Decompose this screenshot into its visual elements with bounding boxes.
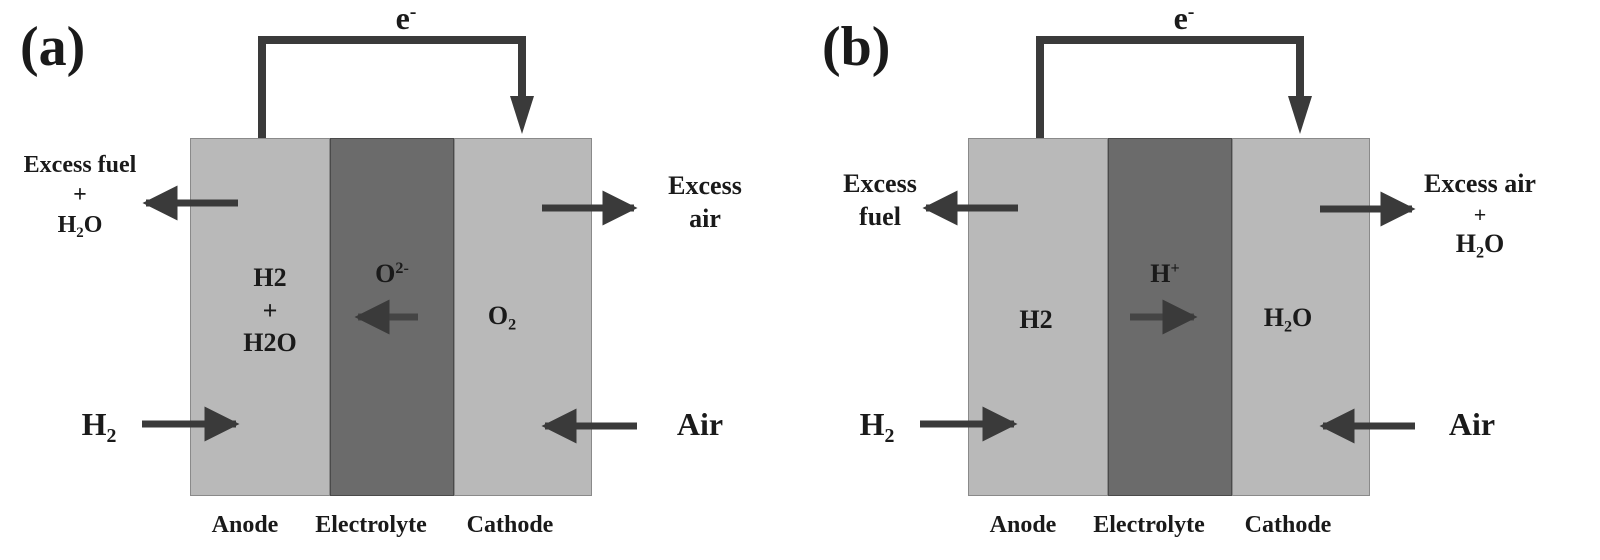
anode-species-a: H2 + H2O [243, 263, 297, 357]
anode-species-b: H2 [1019, 305, 1053, 334]
layer-label-anode-b: Anode [989, 512, 1057, 538]
electron-label-a: e- [395, 0, 417, 36]
air-inlet-label-a: Air [676, 406, 724, 442]
ion-label-b: H+ [1150, 259, 1180, 288]
electron-arrowhead-a [510, 96, 534, 134]
cathode-exhaust-label-a: Excess air [668, 171, 742, 233]
layer-label-anode-a: Anode [211, 512, 279, 538]
layer-label-electrolyte-b: Electrolyte [1093, 512, 1205, 538]
fuel-inlet-label-a: H2 [81, 406, 117, 447]
panel-label-b: (b) [822, 16, 891, 78]
layer-label-electrolyte-a: Electrolyte [315, 512, 427, 538]
ion-label-a: O2- [375, 259, 409, 288]
electron-arrowhead-b [1288, 96, 1312, 134]
electron-circuit-a [258, 36, 526, 138]
air-inlet-label-b: Air [1448, 406, 1496, 442]
anode-exhaust-label-b: Excess fuel [843, 169, 917, 231]
layer-label-cathode-b: Cathode [1244, 512, 1332, 538]
cathode-exhaust-label-b: Excess air + H2O [1424, 169, 1536, 262]
cathode-species-a: O2 [487, 301, 517, 334]
cathode-species-b: H2O [1263, 303, 1313, 336]
panel-label-a: (a) [20, 16, 86, 78]
fuel-inlet-label-b: H2 [859, 406, 895, 447]
anode-exhaust-label-a: Excess fuel + H2O [23, 152, 137, 242]
electron-label-b: e- [1173, 0, 1195, 36]
layer-label-cathode-a: Cathode [466, 512, 554, 538]
electron-circuit-b [1036, 36, 1304, 138]
